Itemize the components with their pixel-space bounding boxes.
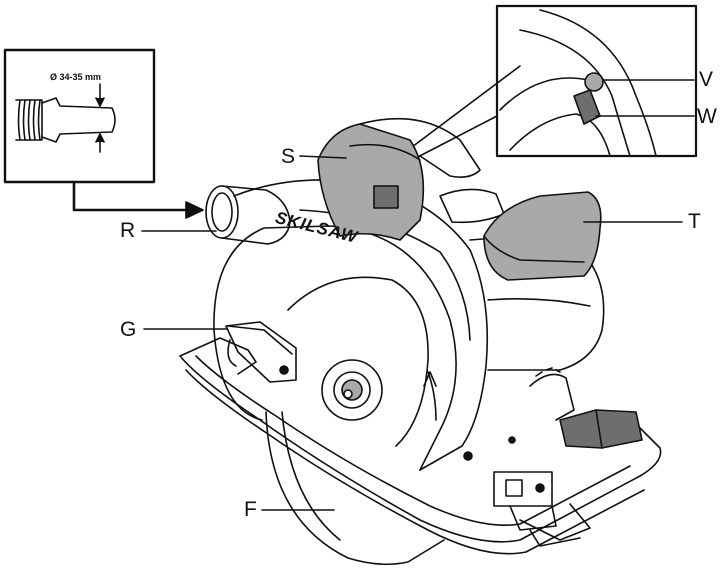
hose-inset	[3, 48, 156, 184]
dust-port	[205, 185, 291, 245]
label-r: R	[120, 219, 136, 242]
rear-handle	[317, 123, 425, 241]
label-v: V	[699, 68, 714, 91]
front-handle	[483, 191, 602, 281]
label-s: S	[281, 145, 296, 168]
leader-s	[299, 155, 347, 159]
switch-inset	[495, 4, 698, 158]
depth-knob	[559, 409, 643, 449]
label-g: G	[120, 318, 137, 341]
saw-blade	[265, 411, 445, 566]
base-plate	[179, 337, 662, 555]
lock-button	[584, 72, 604, 92]
connector-arrow	[72, 180, 188, 212]
hose-adapter	[41, 97, 116, 143]
label-f: F	[244, 498, 257, 521]
guard-lever	[225, 321, 297, 383]
arbor-nut	[321, 359, 383, 421]
bevel-bracket	[493, 471, 591, 547]
blade-guard	[213, 225, 457, 471]
ribbed-hose	[15, 99, 43, 141]
label-t: T	[688, 210, 701, 233]
label-w: W	[697, 105, 717, 128]
inset-dimension-label: Ø 34-35 mm	[50, 72, 102, 82]
